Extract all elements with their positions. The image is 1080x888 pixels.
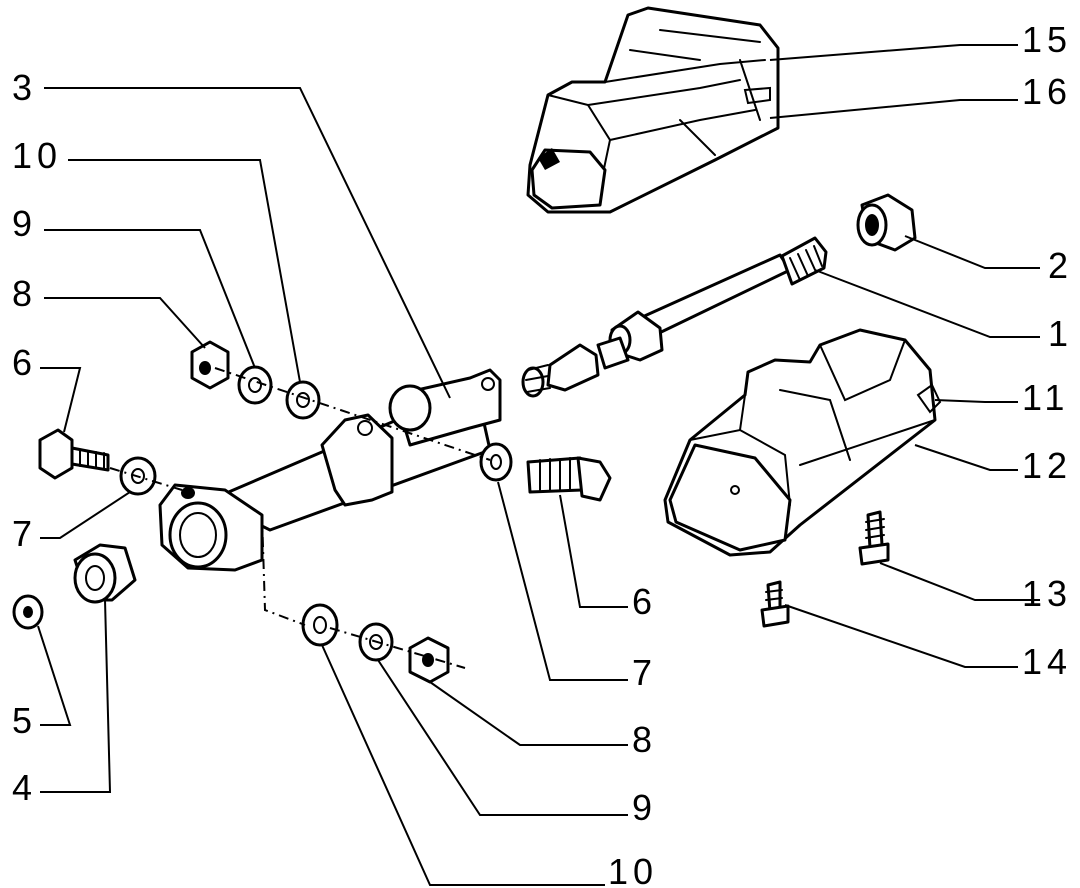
column-tube-3 <box>158 368 502 572</box>
callout-15: 15 <box>1022 19 1072 60</box>
bushing-4 <box>73 543 137 604</box>
washer-10-upper <box>285 380 321 420</box>
bolt-6-right <box>526 456 612 502</box>
lower-shroud-12 <box>663 328 942 557</box>
callout-7-left: 7 <box>12 513 37 554</box>
nut-8-upper <box>190 340 230 390</box>
callout-3: 3 <box>12 67 37 108</box>
callout-5: 5 <box>12 700 37 741</box>
callout-7-right: 7 <box>632 652 657 693</box>
callout-14: 14 <box>1022 641 1072 682</box>
washer-5 <box>12 594 44 630</box>
upper-shroud-cover <box>526 6 780 214</box>
callout-labels: 15 16 3 10 9 8 6 7 5 4 2 1 11 12 6 7 13 … <box>12 19 1073 888</box>
callout-16: 16 <box>1022 71 1072 112</box>
screw-13 <box>858 510 890 566</box>
callout-9-upper: 9 <box>12 203 37 244</box>
callout-8-upper: 8 <box>12 273 37 314</box>
screw-14 <box>760 580 790 628</box>
callout-10-upper: 10 <box>12 135 62 176</box>
callout-6-left: 6 <box>12 342 37 383</box>
callout-4: 4 <box>12 767 37 808</box>
leader-lines <box>37 44 1040 886</box>
bushing-2 <box>856 193 917 252</box>
nut-8-lower <box>408 636 450 684</box>
assembly-axes <box>109 367 491 669</box>
callout-1: 1 <box>1048 313 1073 354</box>
callout-13: 13 <box>1022 573 1072 614</box>
callout-6-right: 6 <box>632 581 657 622</box>
steering-shaft-1 <box>521 236 828 398</box>
callout-10-lower: 10 <box>608 851 658 888</box>
washer-10-lower <box>301 603 339 647</box>
bolt-6-left <box>38 428 110 480</box>
washer-7-right <box>479 442 513 482</box>
callout-12: 12 <box>1022 445 1072 486</box>
callout-11: 11 <box>1022 377 1069 418</box>
callout-9-lower: 9 <box>632 787 657 828</box>
callout-8-lower: 8 <box>632 719 657 760</box>
callout-2: 2 <box>1048 245 1073 286</box>
